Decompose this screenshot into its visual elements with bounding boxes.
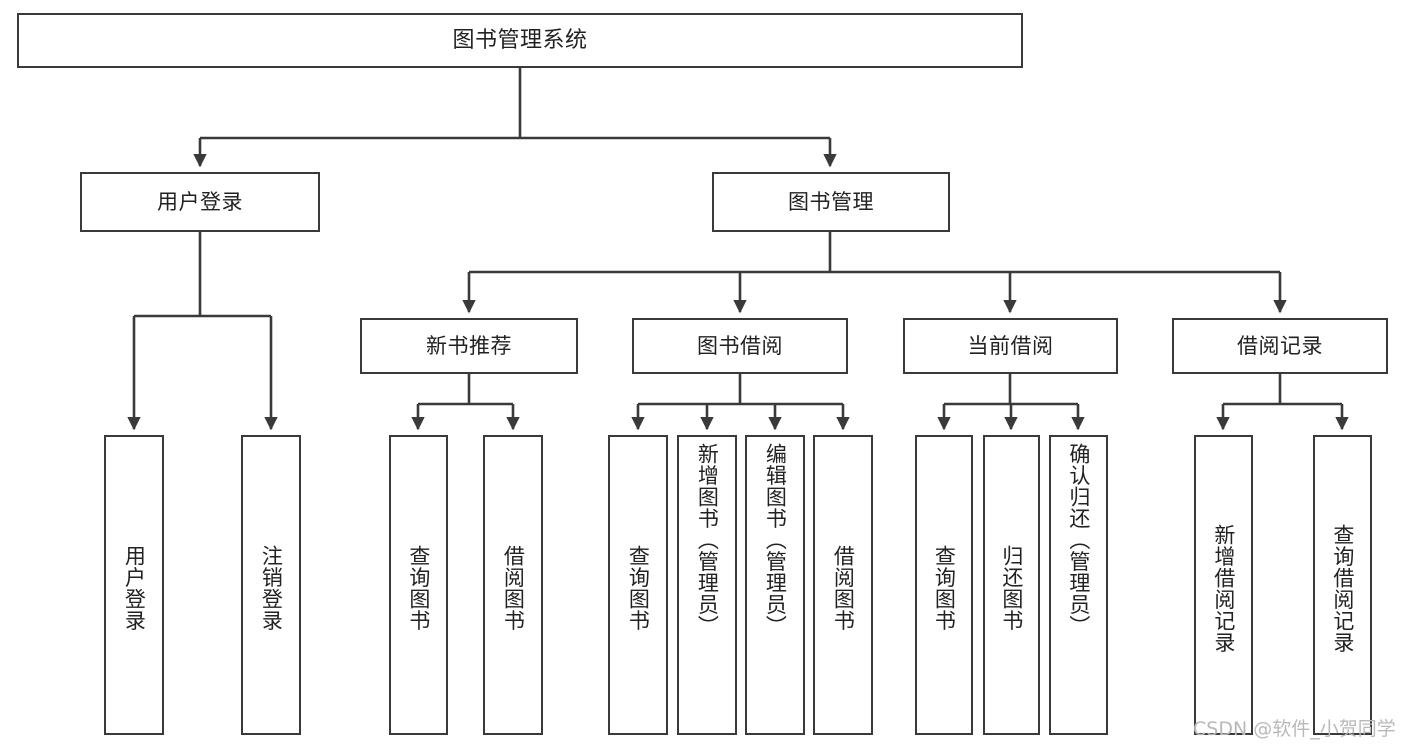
node-label: 查询图书 [406,545,431,631]
leaf-current-confirm-return-admin[interactable]: 确认归还（管理员） [1049,435,1108,735]
node-label: 查询借阅记录 [1330,523,1355,653]
node-label: 归还图书 [999,545,1024,631]
leaf-current-query-book[interactable]: 查询图书 [915,435,973,735]
node-label: 查询图书 [626,545,651,631]
csdn-watermark: CSDN @软件_小贺同学 [1193,718,1396,740]
node-new-book-recommend[interactable]: 新书推荐 [360,318,578,374]
leaf-current-return-book[interactable]: 归还图书 [983,435,1040,735]
leaf-borrow-query-book[interactable]: 查询图书 [608,435,668,735]
node-label: 借阅图书 [501,545,526,631]
node-label: 当前借阅 [967,333,1054,358]
leaf-borrow-add-book-admin[interactable]: 新增图书（管理员） [677,435,737,735]
node-label: 确认归还（管理员） [1066,443,1091,637]
node-book-management[interactable]: 图书管理 [712,172,950,232]
leaf-recommend-borrow-book[interactable]: 借阅图书 [483,435,543,735]
node-label: 用户登录 [122,545,147,631]
leaf-borrow-edit-book-admin[interactable]: 编辑图书（管理员） [745,435,805,735]
leaf-record-query-record[interactable]: 查询借阅记录 [1313,435,1372,735]
leaf-user-login-logout[interactable]: 注销登录 [241,435,301,735]
node-label: 注销登录 [259,545,284,631]
node-current-borrow[interactable]: 当前借阅 [903,318,1118,374]
node-label: 图书借阅 [697,333,783,358]
leaf-user-login-login[interactable]: 用户登录 [104,435,164,735]
node-label: 图书管理 [788,189,874,214]
leaf-borrow-borrow-book[interactable]: 借阅图书 [813,435,873,735]
node-label: 编辑图书（管理员） [763,443,788,637]
node-label: 新书推荐 [426,333,512,358]
node-label: 借阅图书 [831,545,856,631]
node-user-login[interactable]: 用户登录 [80,172,320,232]
node-label: 图书管理系统 [452,27,588,53]
node-root-system[interactable]: 图书管理系统 [17,13,1023,68]
leaf-recommend-query-book[interactable]: 查询图书 [389,435,448,735]
node-borrow-record[interactable]: 借阅记录 [1172,318,1388,374]
node-label: 查询图书 [932,545,957,631]
node-label: 借阅记录 [1237,333,1323,358]
node-label: 新增图书（管理员） [695,443,720,637]
node-label: 用户登录 [157,189,243,214]
leaf-record-add-record[interactable]: 新增借阅记录 [1194,435,1253,735]
node-book-borrow[interactable]: 图书借阅 [632,318,848,374]
node-label: 新增借阅记录 [1211,523,1236,653]
